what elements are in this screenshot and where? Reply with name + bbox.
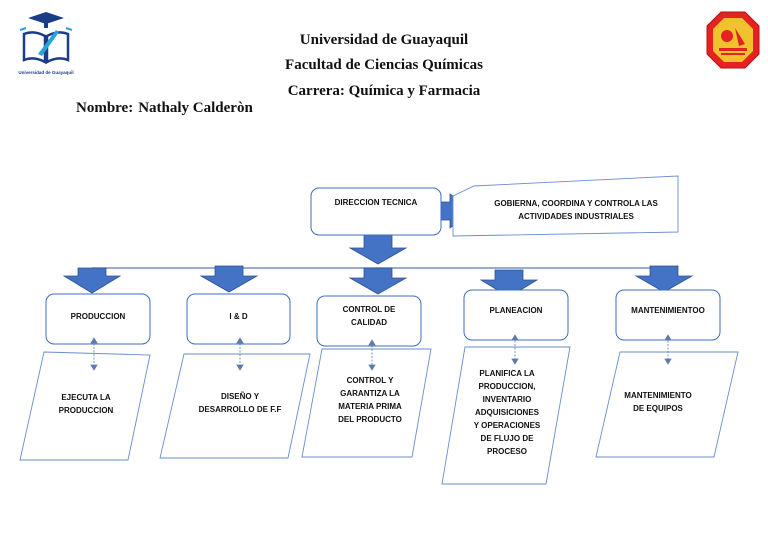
planeacion-label: PLANEACION (489, 305, 543, 315)
arrow-down-control-calidad (348, 267, 408, 295)
direccion-tecnica-label: DIRECCION TECNICA (334, 197, 418, 207)
career-title: Carrera: Química y Farmacia (287, 83, 481, 99)
id-description-shape (159, 353, 311, 459)
arrow-down-id (199, 265, 259, 293)
control-calidad-description-shape (301, 348, 432, 458)
control-calidad-description: CONTROL Y GARANTIZA LA MATERIA PRIMA DEL… (338, 376, 402, 424)
direccion-description-shape (452, 175, 679, 237)
produccion-label: PRODUCCION (70, 311, 126, 321)
produccion-box (45, 293, 151, 345)
planeacion-description-shape (441, 346, 571, 485)
student-name-label: Nombre: (76, 100, 134, 116)
id-description: DISEÑO Y DESARROLLO DE F.F (198, 392, 282, 414)
id-label: I & D (229, 311, 248, 321)
produccion-description: EJECUTA LA PRODUCCION (58, 393, 114, 415)
university-title: Universidad de Guayaquil (299, 32, 469, 48)
arrow-down-top (348, 234, 408, 265)
faculty-logo (705, 10, 761, 70)
student-name-line: Nombre:Nathaly Calderòn (76, 100, 258, 117)
control-calidad-box (316, 295, 422, 347)
mantenimiento-description: MANTENIMIENTO DE EQUIPOS (624, 391, 692, 413)
planeacion-description: PLANIFICA LA PRODUCCION, INVENTARIO ADQU… (473, 368, 541, 456)
direccion-tecnica-description: GOBIERNA, COORDINA Y CONTROLA LAS ACTIVI… (494, 199, 658, 221)
produccion-description-shape (19, 351, 151, 461)
double-arrow-connectors (90, 334, 672, 371)
university-logo-caption: Universidad de Guayaquil (18, 70, 74, 75)
faculty-title: Facultad de Ciencias Químicas (285, 57, 483, 73)
id-box (186, 293, 291, 345)
mantenimiento-description-shape (595, 351, 739, 458)
book-cap-icon (19, 12, 73, 65)
direccion-tecnica-box (310, 187, 442, 236)
university-logo: Universidad de Guayaquil (14, 10, 78, 80)
faculty-seal-icon (706, 11, 760, 69)
arrow-down-mantenimiento (634, 265, 694, 293)
control-calidad-label: CONTROL DE CALIDAD (342, 305, 396, 327)
arrow-down-produccion (62, 267, 122, 294)
mantenimiento-label: MANTENIMIENTOO (631, 305, 705, 315)
arrow-down-planeacion (479, 269, 539, 298)
student-name: Nathaly Calderòn (138, 100, 253, 116)
